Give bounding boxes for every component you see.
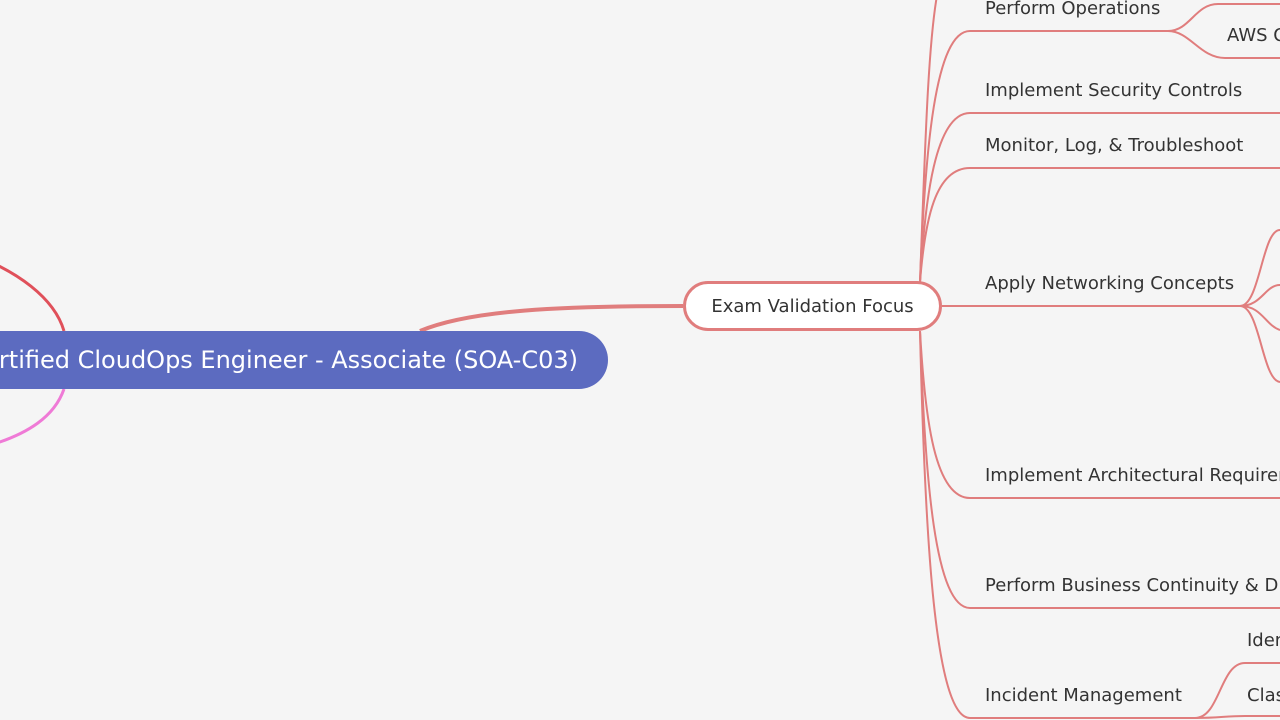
branch-implement-security-controls[interactable]: Implement Security Controls bbox=[985, 80, 1243, 101]
connector-incident-sub-1 bbox=[1194, 662, 1280, 719]
exam-validation-focus-node[interactable]: Exam Validation Focus bbox=[683, 281, 942, 331]
connector-perform-operations bbox=[919, 30, 1168, 283]
branch-monitor-log-troubleshoot[interactable]: Monitor, Log, & Troubleshoot bbox=[985, 135, 1244, 156]
branch-business-continuity-dr[interactable]: Perform Business Continuity & DR bbox=[985, 575, 1280, 596]
connector-monitor-log bbox=[919, 167, 1280, 283]
sub-branch-identify[interactable]: Identify bbox=[1247, 630, 1280, 651]
sub-branch-classify[interactable]: Classify bbox=[1247, 685, 1280, 706]
root-topic-node[interactable]: AWS Certified CloudOps Engineer - Associ… bbox=[0, 331, 608, 389]
left-connector-pink bbox=[0, 388, 66, 444]
connector-perform-ops-sub-2 bbox=[1167, 30, 1280, 59]
left-connector-red bbox=[0, 264, 66, 332]
branch-apply-networking-concepts[interactable]: Apply Networking Concepts bbox=[985, 273, 1235, 294]
connector-incident-sub-2 bbox=[1194, 715, 1280, 719]
branch-implement-architectural-requirements[interactable]: Implement Architectural Requirements bbox=[985, 465, 1280, 486]
connector-security-controls bbox=[919, 112, 1280, 283]
connector-incident-management bbox=[919, 330, 1195, 719]
branch-perform-operations[interactable]: Perform Operations bbox=[985, 0, 1161, 19]
connector-networking-sub-4 bbox=[1239, 305, 1280, 383]
exam-validation-focus-label: Exam Validation Focus bbox=[711, 295, 914, 317]
root-topic-label: AWS Certified CloudOps Engineer - Associ… bbox=[0, 346, 578, 374]
connector-perform-ops-sub-1 bbox=[1167, 3, 1280, 32]
sub-branch-aws-operations[interactable]: AWS Operations bbox=[1227, 25, 1280, 46]
root-to-center-connector bbox=[419, 304, 684, 333]
branch-incident-management[interactable]: Incident Management bbox=[985, 685, 1182, 706]
connector-networking-sub-1 bbox=[1239, 229, 1280, 307]
connector-architectural bbox=[919, 330, 1280, 499]
